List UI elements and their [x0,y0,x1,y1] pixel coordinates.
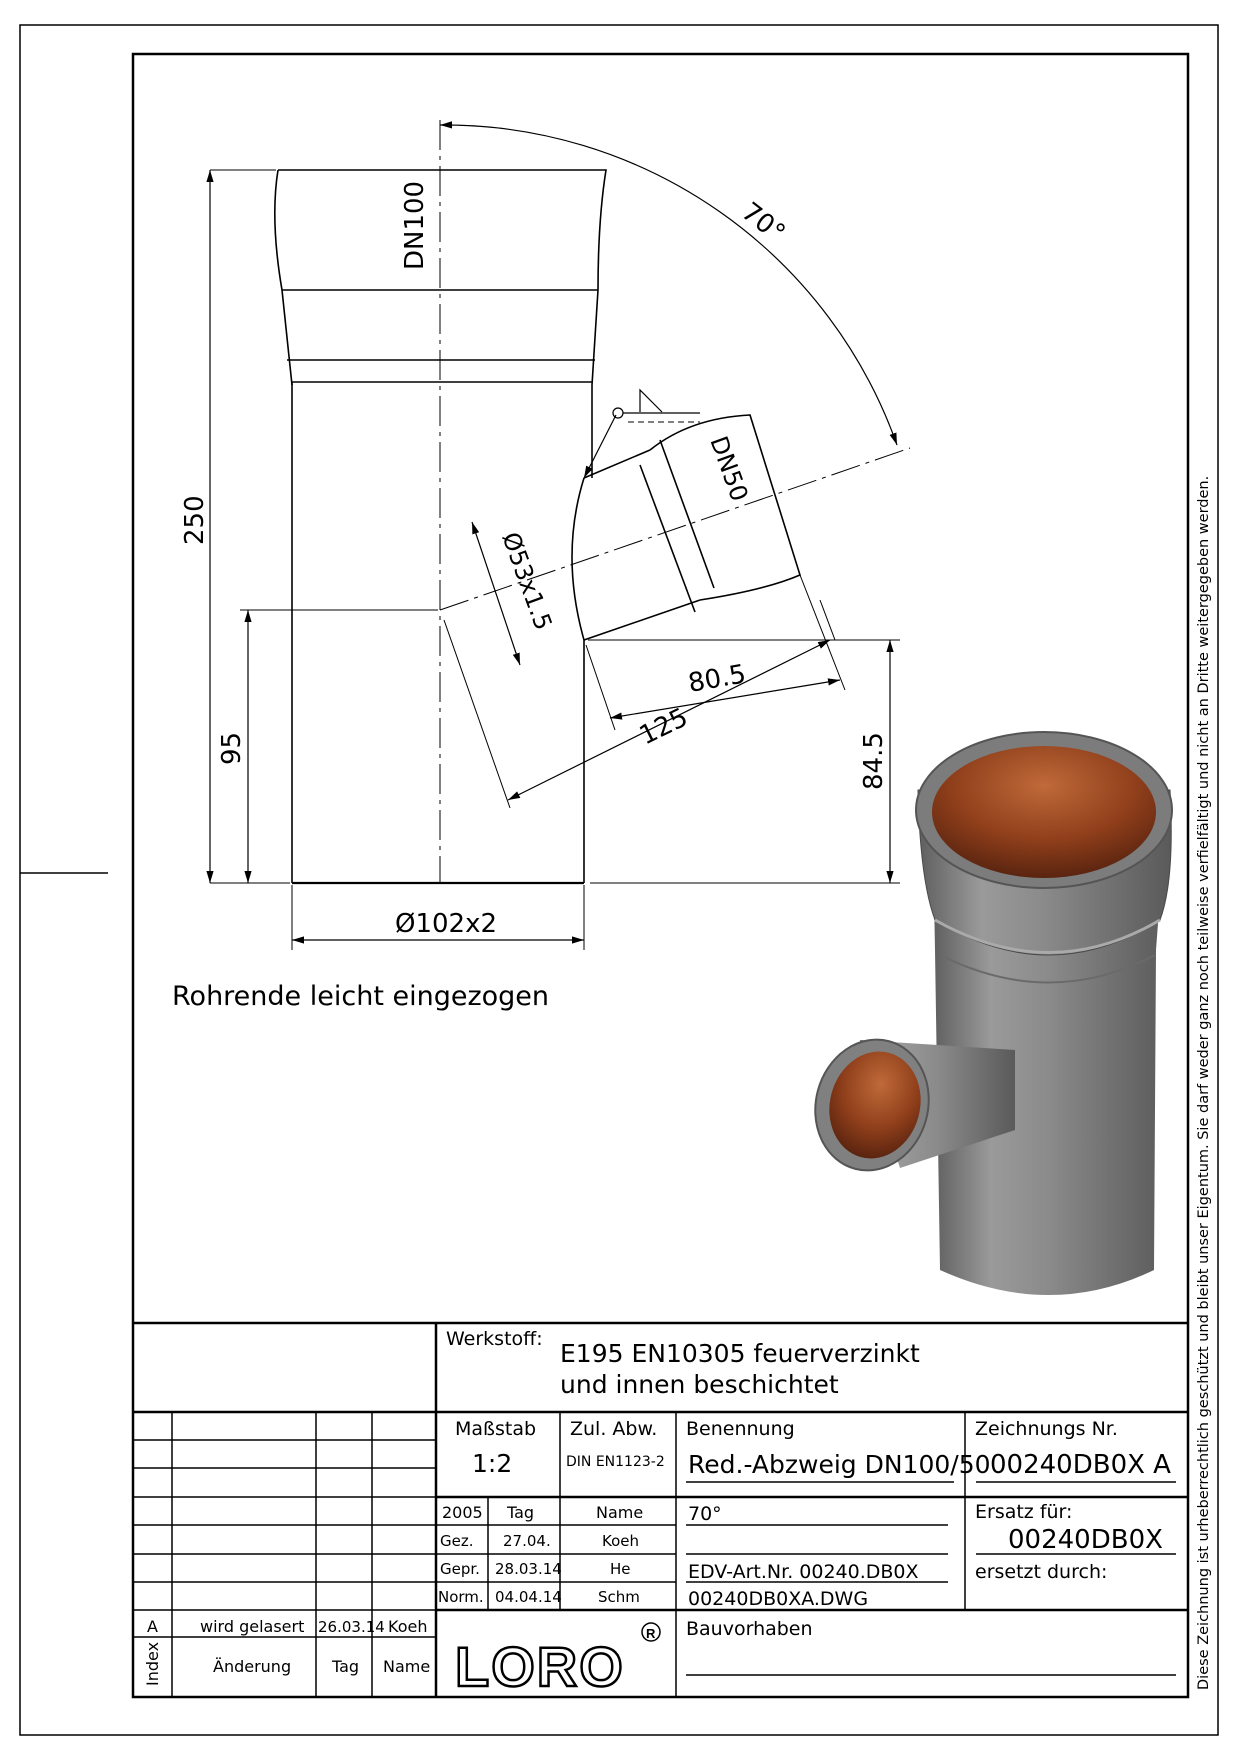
title-block [133,1321,1188,1697]
ersatz-fuer-value: 00240DB0X [1008,1525,1163,1555]
info-line1: 70° [688,1503,722,1525]
zeichnungs-nr-value: 00240DB0X A [990,1450,1171,1480]
outer-frame [19,24,1219,1736]
werkstoff-line2: und innen beschichtet [560,1370,839,1399]
dim-total-height: 250 [180,495,210,545]
fitting-3d-render [814,731,1173,1295]
technical-drawing [206,120,911,950]
dim-branch-length: 80.5 [686,659,748,699]
row-date: 28.03.14 [495,1560,562,1578]
row-date: 04.04.14 [495,1588,562,1606]
row-name: Koeh [602,1532,639,1550]
ersatz-fuer-label: Ersatz für: [975,1501,1072,1523]
dim-branch-height: 95 [217,732,247,765]
loro-logo: LORO R [454,1622,661,1699]
row-label: Norm. [438,1588,484,1606]
rev-header-index: Index [143,1642,162,1686]
row-label: Gez. [440,1532,474,1550]
benennung-value: Red.-Abzweig DN100/50 [688,1450,991,1479]
tag-header: Tag [506,1503,534,1522]
revision-date: 26.03.14 [318,1618,385,1636]
zeichnungs-nr-label: Zeichnungs Nr. [975,1418,1118,1440]
name-header: Name [596,1503,643,1522]
row-label: Gepr. [440,1560,480,1578]
branch-dn-label: DN50 [704,432,753,505]
branch-diameter-label: Ø53x1.5 [496,528,557,633]
inner-frame [131,52,1190,1699]
info-line3: EDV-Art.Nr. 00240.DB0X [688,1561,919,1583]
revision-index: A [147,1617,158,1636]
massstab-value: 1:2 [472,1449,512,1478]
drawing-note: Rohrende leicht eingezogen [172,981,549,1012]
ersetzt-durch-label: ersetzt durch: [975,1561,1107,1583]
row-name: He [610,1560,631,1578]
angle-label: 70° [736,197,791,249]
row-name: Schm [598,1588,640,1606]
massstab-label: Maßstab [455,1418,536,1440]
revision-change: wird gelasert [200,1617,304,1636]
zul-abw-label: Zul. Abw. [570,1418,657,1440]
revision-name: Koeh [388,1617,427,1636]
row-date: 27.04. [503,1532,551,1550]
rev-header-date: Tag [331,1657,359,1676]
svg-text:R: R [646,1626,656,1641]
main-dn-label: DN100 [400,181,430,270]
werkstoff-line1: E195 EN10305 feuerverzinkt [560,1339,920,1368]
rev-header-name: Name [383,1657,430,1676]
year: 2005 [442,1503,483,1522]
dim-bottom-diameter: Ø102x2 [395,909,497,939]
werkstoff-label: Werkstoff: [446,1328,543,1350]
bauvorhaben-label: Bauvorhaben [686,1618,813,1640]
dim-right-height: 84.5 [859,732,889,790]
dim-branch-total: 125 [635,703,693,752]
zul-abw-value: DIN EN1123-2 [566,1454,665,1470]
benennung-label: Benennung [686,1418,795,1440]
rev-header-change: Änderung [213,1657,291,1676]
info-line4: 00240DB0XA.DWG [688,1588,868,1610]
logo-text: LORO [455,1635,625,1698]
copyright-note: Diese Zeichnung ist urheberrechtlich ges… [1196,476,1212,1690]
